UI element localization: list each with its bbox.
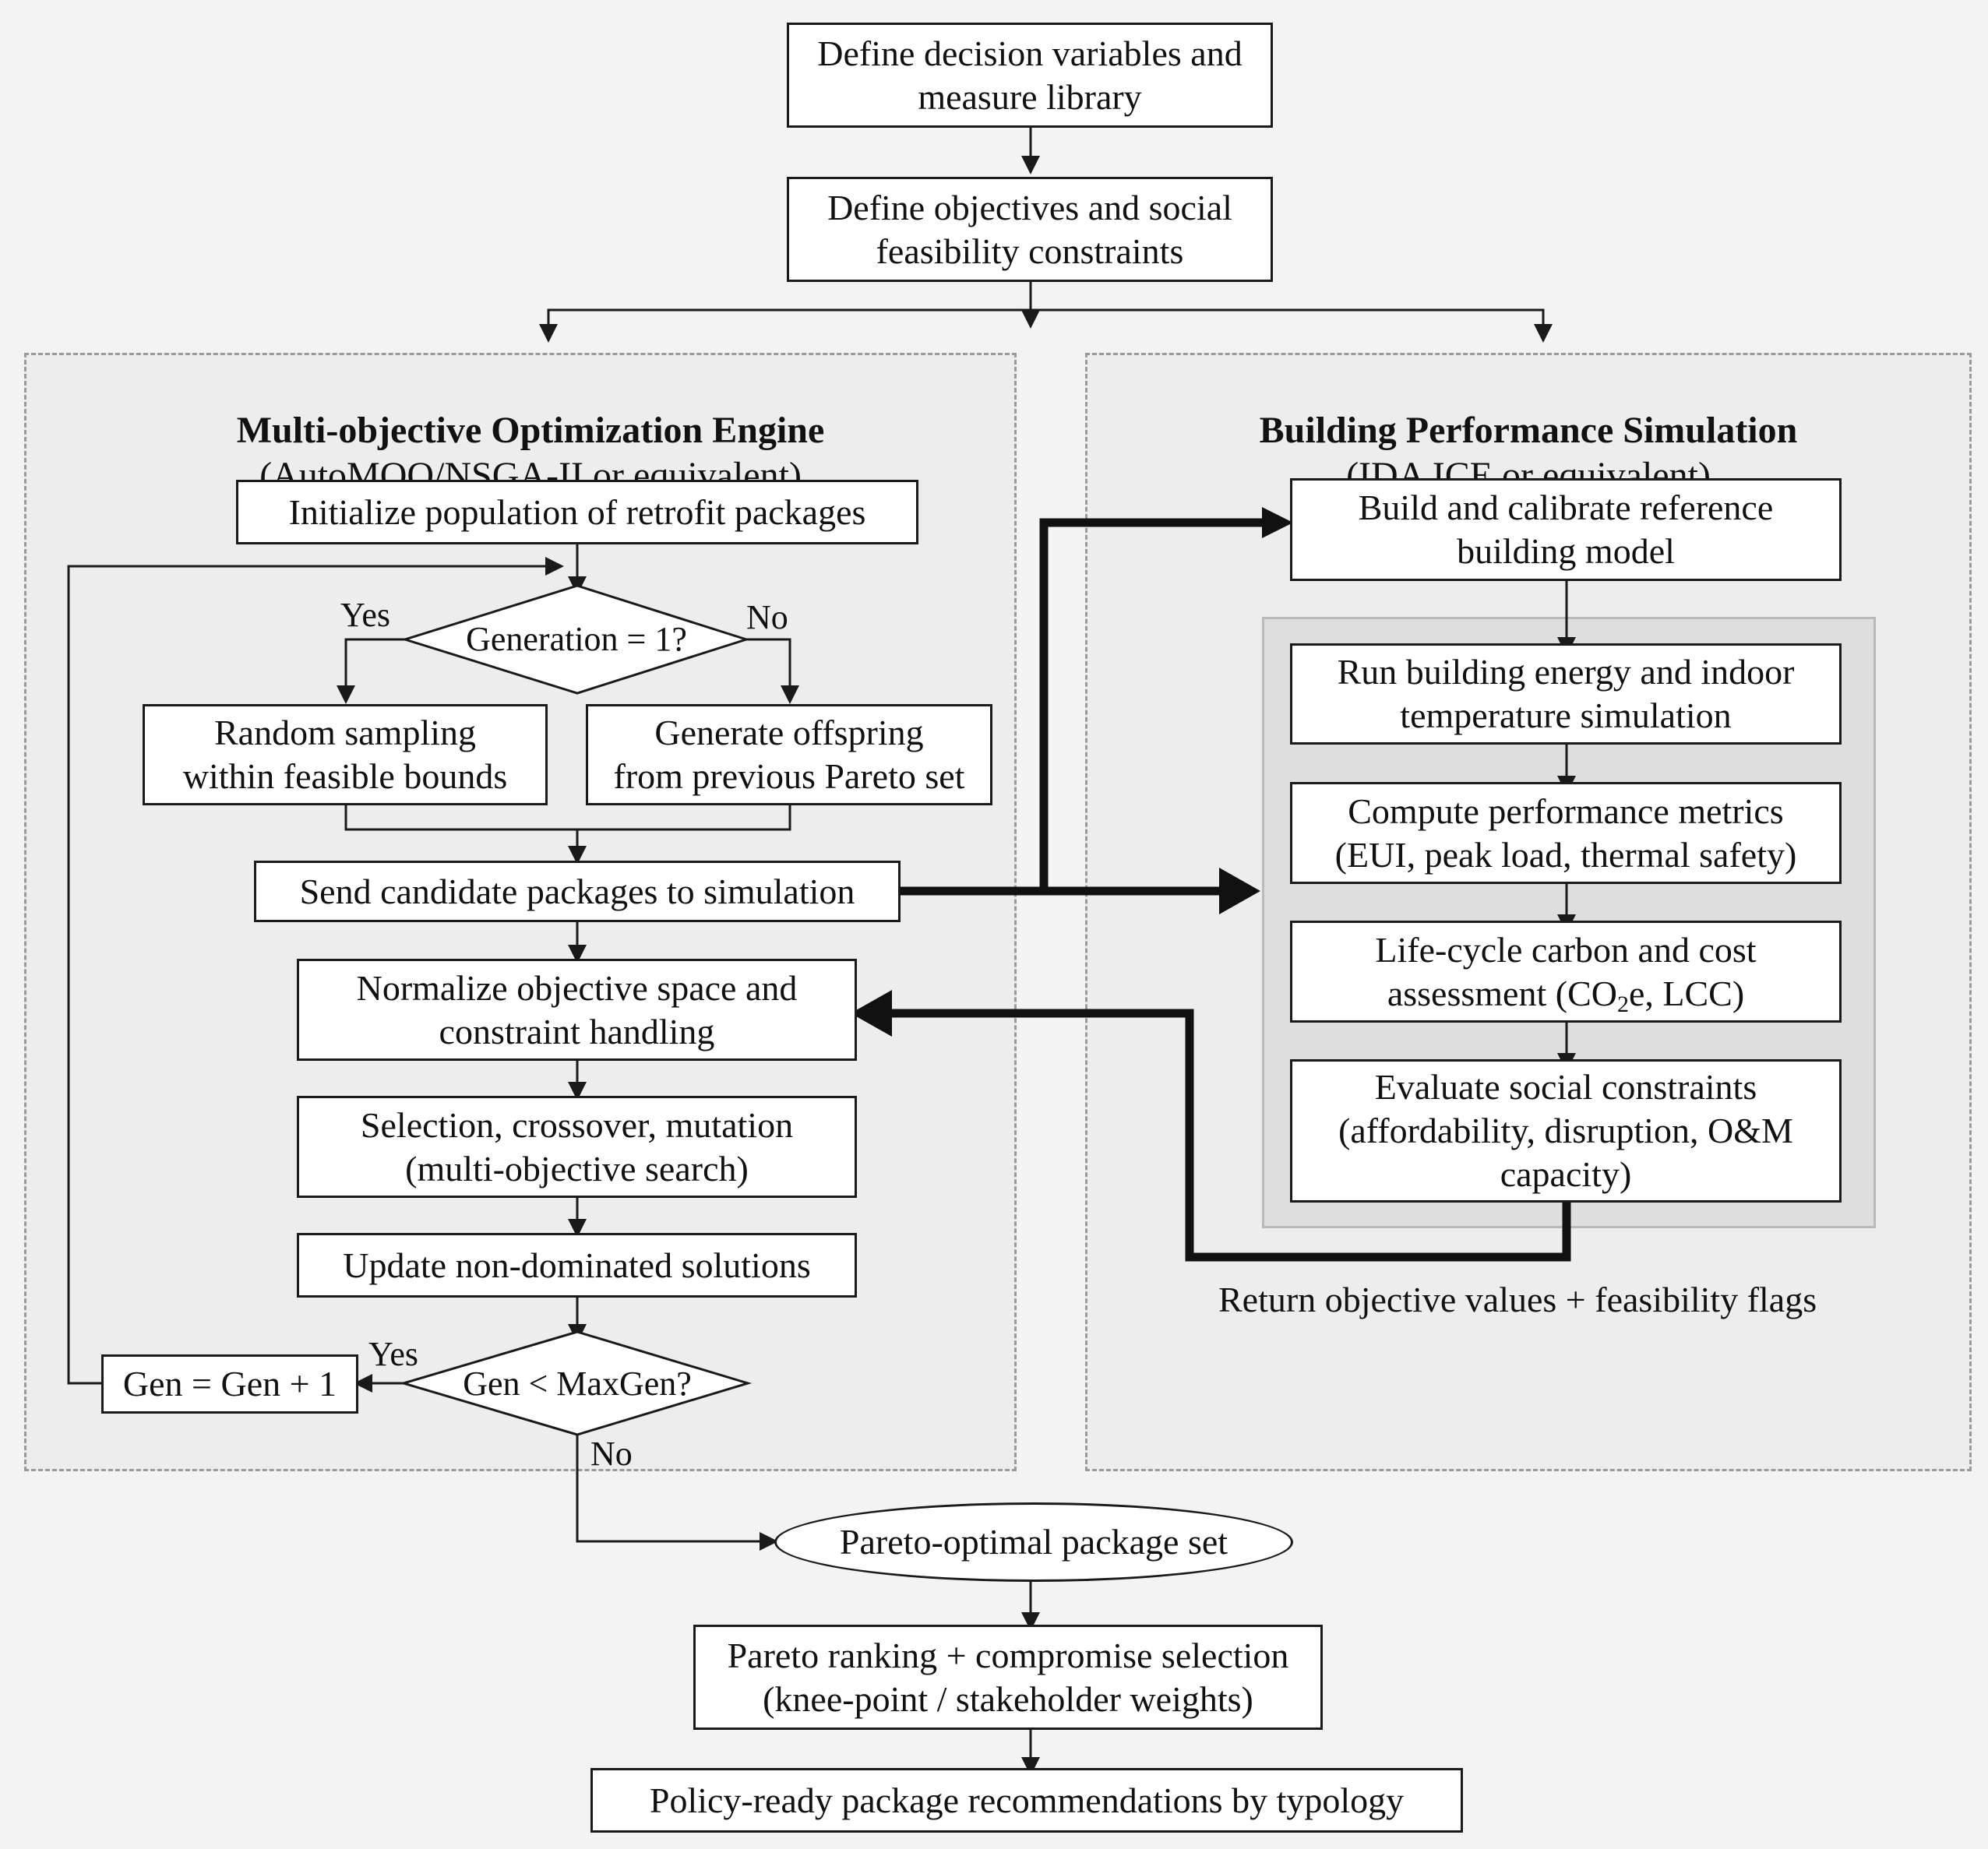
thick-arrowheads	[851, 507, 1293, 1037]
gen-increment-box: Gen = Gen + 1	[101, 1354, 358, 1414]
moo-title: Multi-objective Optimization Engine	[236, 410, 825, 451]
social-constraints-box: Evaluate social constraints (affordabili…	[1290, 1059, 1842, 1203]
define-objectives-box: Define objectives and social feasibility…	[787, 177, 1273, 282]
policy-ready-box: Policy-ready package recommendations by …	[590, 1768, 1463, 1833]
lifecycle-line1: Life-cycle carbon and cost	[1375, 929, 1757, 970]
build-calibrate-box: Build and calibrate reference building m…	[1290, 478, 1842, 581]
lifecycle-line2-pre: assessment (CO	[1387, 973, 1617, 1013]
run-simulation-box: Run building energy and indoor temperatu…	[1290, 643, 1842, 745]
thick-connectors	[892, 518, 1571, 1262]
lifecycle-assessment-box: Life-cycle carbon and cost assessment (C…	[1290, 921, 1842, 1023]
pareto-ranking-box: Pareto ranking + compromise selection (k…	[693, 1625, 1323, 1730]
maxgen-yes-label: Yes	[368, 1335, 419, 1373]
generate-offspring-box: Generate offspring from previous Pareto …	[586, 704, 992, 805]
generation-check-label: Generation = 1?	[466, 620, 687, 658]
arrowheads	[337, 156, 1576, 1776]
send-candidates-box: Send candidate packages to simulation	[254, 861, 901, 922]
maxgen-decision-diamond	[399, 1330, 753, 1436]
return-values-label: Return objective values + feasibility fl…	[1218, 1280, 1817, 1319]
random-sampling-box: Random sampling within feasible bounds	[143, 704, 548, 805]
lifecycle-line2-post: e, LCC)	[1628, 973, 1745, 1013]
compute-metrics-box: Compute performance metrics (EUI, peak l…	[1290, 782, 1842, 884]
co2-subscript: 2	[1616, 991, 1629, 1017]
generation-no-label: No	[746, 598, 788, 636]
thin-connectors	[67, 128, 1568, 1757]
initialize-population-box: Initialize population of retrofit packag…	[236, 480, 918, 544]
pareto-set-oval: Pareto-optimal package set	[774, 1502, 1293, 1582]
maxgen-no-label: No	[590, 1435, 633, 1473]
maxgen-check-label: Gen < MaxGen?	[463, 1365, 692, 1403]
generation-decision-diamond	[400, 584, 750, 695]
bps-title: Building Performance Simulation	[1259, 410, 1798, 451]
update-nondominated-box: Update non-dominated solutions	[297, 1233, 857, 1298]
normalize-box: Normalize objective space and constraint…	[297, 959, 857, 1061]
define-variables-box: Define decision variables and measure li…	[787, 23, 1273, 128]
lifecycle-line2: assessment (CO2e, LCC)	[1387, 972, 1744, 1016]
generation-yes-label: Yes	[340, 596, 391, 634]
selection-box: Selection, crossover, mutation (multi-ob…	[297, 1096, 857, 1198]
